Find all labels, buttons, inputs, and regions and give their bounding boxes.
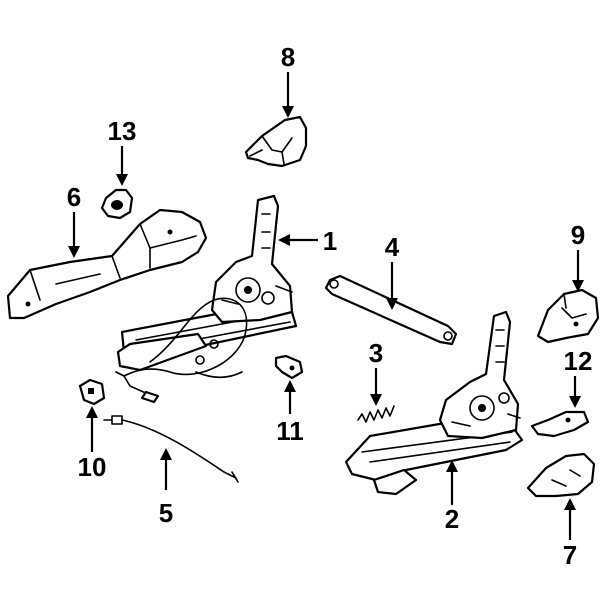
callout-11: 11 (276, 416, 304, 446)
callout-3: 3 (369, 338, 383, 368)
callout-10: 10 (78, 452, 107, 482)
callout-13: 13 (108, 116, 137, 146)
callout-9: 9 (571, 220, 585, 250)
callout-6: 6 (67, 182, 81, 212)
part-6-side-shield (6, 208, 208, 320)
part-11-bracket (274, 354, 304, 380)
callout-labels: 1 2 3 4 5 6 7 8 9 10 11 12 13 (67, 42, 593, 570)
part-3-spring (357, 405, 395, 423)
part-8-cover (244, 115, 308, 168)
callout-7: 7 (563, 540, 577, 570)
part-5-cable (103, 415, 239, 483)
part-12-lever (530, 410, 590, 438)
part-1-left-track (115, 194, 298, 404)
part-9-recliner-cover (536, 288, 600, 344)
part-10-clip (78, 378, 106, 406)
callout-5: 5 (159, 498, 173, 528)
leader-lines (68, 72, 584, 540)
part-2-right-track (344, 310, 524, 496)
callout-8: 8 (281, 42, 295, 72)
part-13-knob (100, 188, 134, 220)
callout-12: 12 (564, 346, 593, 376)
part-4-connecting-rod (324, 274, 458, 346)
callout-4: 4 (385, 232, 400, 262)
callout-1: 1 (323, 226, 337, 256)
part-7-knob-cover (526, 452, 596, 498)
callout-2: 2 (445, 504, 459, 534)
